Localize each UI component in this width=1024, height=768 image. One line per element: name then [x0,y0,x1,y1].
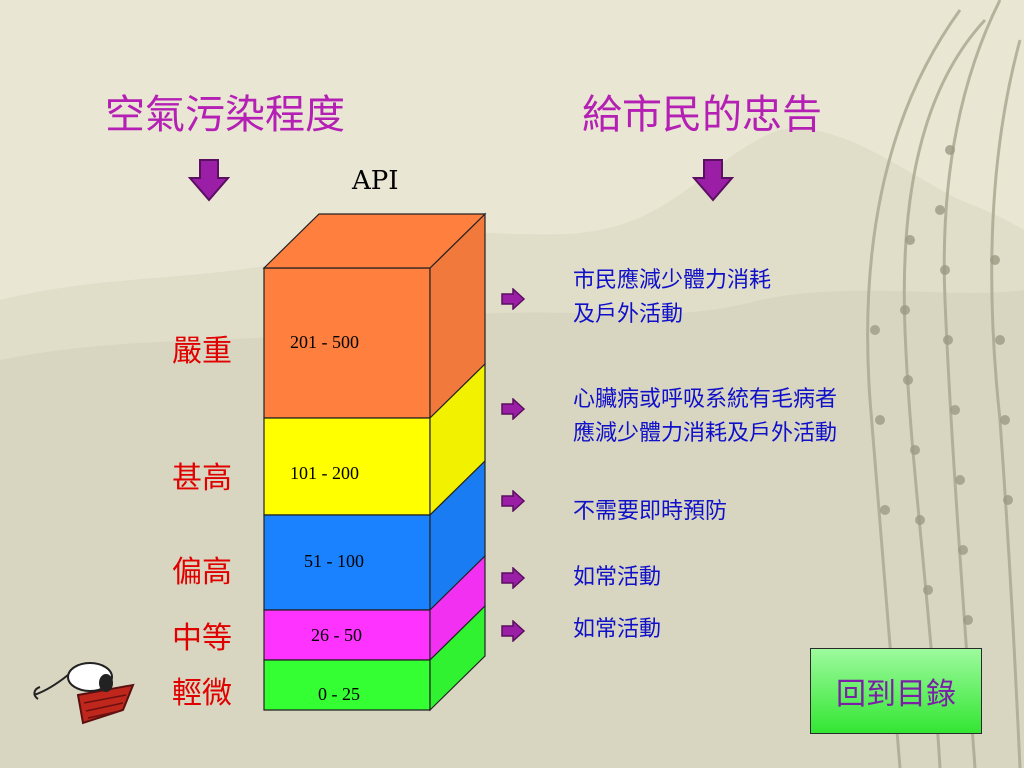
title-advice: 給市民的忠告 [582,92,822,138]
advice-medium: 如常活動 [573,561,661,595]
level-label-medium: 中等 [172,621,232,656]
snoopy-clipart [33,662,135,725]
right-arrow-icon [501,490,526,512]
range-label: 101 - 200 [290,463,359,483]
right-arrow-icon [501,288,526,310]
right-arrow-icon [501,398,526,420]
advice-line: 應減少體力消耗及戶外活動 [573,421,838,446]
advice-line: 如常活動 [573,617,662,642]
advice-high: 不需要即時預防 [573,495,727,529]
range-label: 26 - 50 [311,625,362,645]
level-label-low: 輕微 [172,676,232,711]
advice-line: 如常活動 [573,565,662,590]
api-label: API [352,166,399,196]
advice-low: 如常活動 [573,613,661,647]
advice-line: 及戶外活動 [573,302,684,327]
right-arrow-icon [501,620,526,642]
advice-line: 市民應減少體力消耗 [573,268,772,293]
level-label-severe: 嚴重 [172,334,232,369]
level-label-high: 偏高 [172,555,232,590]
range-label: 51 - 100 [304,551,364,571]
range-label: 0 - 25 [318,684,360,704]
title-pollution-level: 空氣污染程度 [105,92,345,138]
range-label: 201 - 500 [290,332,359,352]
down-arrow-icon [692,159,734,202]
stack-layer-side [429,604,486,712]
stack-layer-top [262,213,487,269]
advice-very-high: 心臟病或呼吸系統有毛病者 應減少體力消耗及戶外活動 [573,383,837,451]
advice-line: 不需要即時預防 [573,499,728,524]
level-label-very-high: 甚高 [172,461,232,496]
advice-severe: 市民應減少體力消耗 及戶外活動 [573,264,771,332]
advice-line: 心臟病或呼吸系統有毛病者 [573,387,838,412]
down-arrow-icon [188,159,230,202]
back-to-contents-button[interactable]: 回到目錄 [810,648,982,734]
right-arrow-icon [501,567,526,589]
